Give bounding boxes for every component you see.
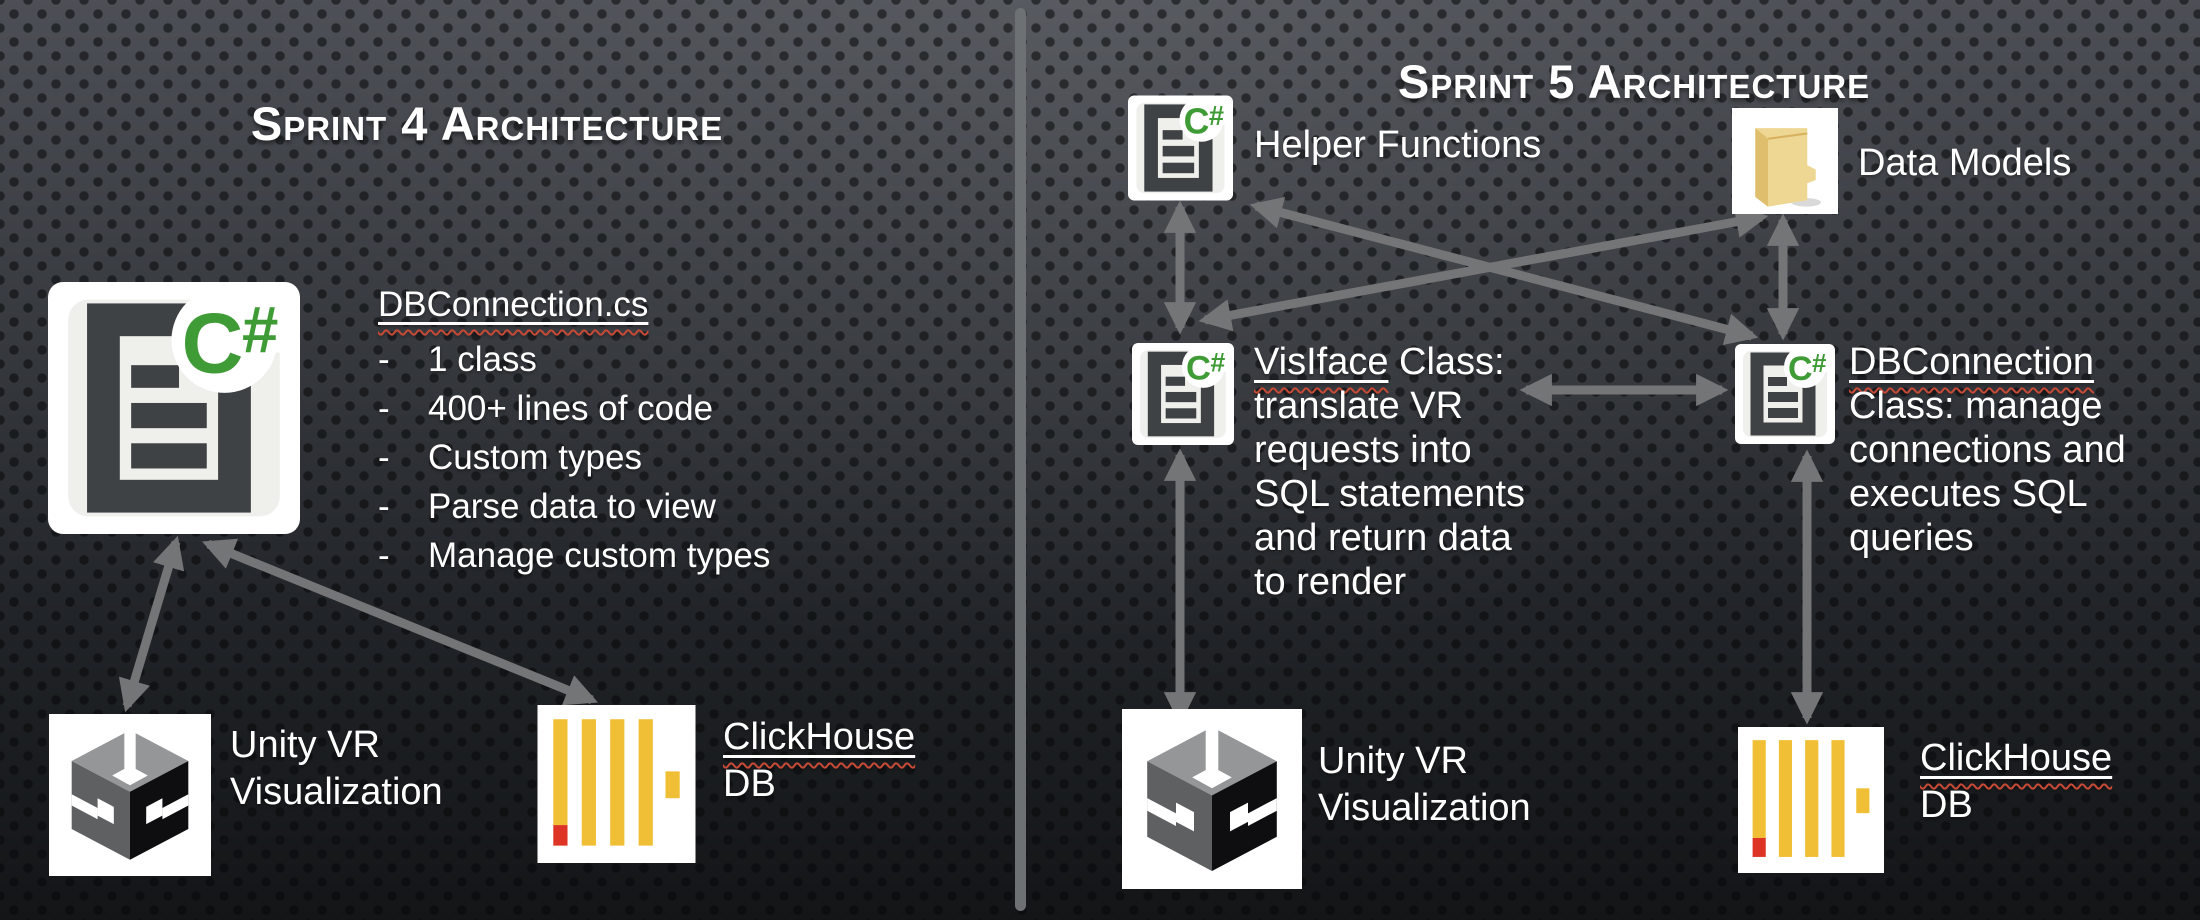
sprint5-title: Sprint 5 Architecture <box>1397 55 1871 108</box>
text-line: requests into <box>1254 429 1472 471</box>
csharp-file-icon <box>48 278 300 538</box>
dbconnection-heading: DBConnection <box>1849 341 2095 383</box>
text-line: -Parse data to view <box>378 487 716 526</box>
text-line: -Custom types <box>378 438 642 477</box>
text-line: Class: manage <box>1849 385 2103 427</box>
file-heading: DBConnection.cs <box>378 280 998 329</box>
arrow-s5-helper-dbconnection <box>1249 196 1759 346</box>
file-heading-text: DBConnection.cs <box>378 285 649 324</box>
sprint4-title: Sprint 4 Architecture <box>250 97 724 150</box>
arrow-s4-file-unity <box>118 535 185 713</box>
visiface-heading: VisIface Class: <box>1254 341 1505 383</box>
clickhouse-db-icon <box>535 705 698 863</box>
text-line: connections and <box>1849 429 2126 471</box>
clickhouse-db-line: DB <box>1920 784 1973 826</box>
helper-functions-label: Helper Functions <box>1254 124 1542 166</box>
text-line: -Manage custom types <box>378 536 771 575</box>
csharp-file-icon <box>1735 342 1835 446</box>
unity-cube-icon <box>46 714 214 876</box>
text-line: SQL statements <box>1254 473 1526 515</box>
clickhouse-db-icon <box>1731 727 1891 873</box>
folder-icon <box>1732 104 1838 218</box>
text-line: executes SQL <box>1849 473 2088 515</box>
text-line: Unity VR <box>230 724 380 766</box>
arrow-s5-visiface-datamodels <box>1198 205 1769 332</box>
text-line: -400+ lines of code <box>378 389 714 428</box>
unity-label: Unity VR Visualization <box>230 722 443 816</box>
dbconnection-file-notes: DBConnection.cs -1 class -400+ lines of c… <box>378 280 998 580</box>
text-line: -1 class <box>378 340 537 379</box>
text-line: to render <box>1254 561 1407 603</box>
text-line: Visualization <box>230 771 443 813</box>
clickhouse-label: ClickHouse DB <box>1920 735 2112 829</box>
text-line: translate VR <box>1254 385 1464 427</box>
clickhouse-word: ClickHouse <box>1920 737 2113 779</box>
text-line: queries <box>1849 517 1974 559</box>
csharp-file-icon <box>1128 95 1233 201</box>
text-line: and return data <box>1254 517 1512 559</box>
csharp-file-icon <box>1132 340 1234 448</box>
clickhouse-word: ClickHouse <box>723 716 916 758</box>
unity-cube-icon <box>1122 708 1302 890</box>
data-models-label: Data Models <box>1858 142 2072 184</box>
clickhouse-label: ClickHouse DB <box>723 714 915 808</box>
unity-label: Unity VR Visualization <box>1318 738 1531 832</box>
panel-divider <box>1015 8 1026 911</box>
file-bullet-list: -1 class -400+ lines of code -Custom types… <box>378 335 998 580</box>
clickhouse-db-line: DB <box>723 763 776 805</box>
text-line: Visualization <box>1318 787 1531 829</box>
text-line: Unity VR <box>1318 740 1468 782</box>
